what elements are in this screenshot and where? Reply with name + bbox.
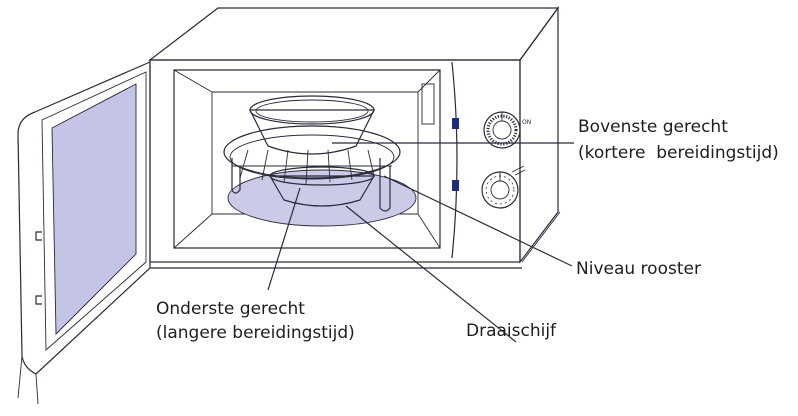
microwave-top [148, 7, 560, 61]
door [17, 61, 151, 405]
svg-text:ON: ON [522, 119, 531, 126]
upper-dish [249, 95, 375, 155]
label-upper-dish: Bovenste gerecht [578, 117, 728, 137]
control-panel-edge [451, 61, 458, 259]
oven-cavity [173, 69, 441, 249]
indicator-bottom [452, 180, 459, 191]
leader-rack-level [383, 175, 573, 267]
microwave-right-side [519, 6, 559, 264]
label-lower-dish-time: (langere bereidingstijd) [156, 323, 355, 343]
rack [223, 125, 401, 212]
door-window [51, 83, 137, 336]
microwave-front [149, 59, 521, 263]
leader-lines [267, 142, 574, 343]
timer-dial: ON [483, 111, 531, 149]
label-rack-level: Niveau rooster [576, 259, 701, 279]
leader-lower-dish [267, 187, 301, 291]
door-latch-top [35, 231, 42, 241]
label-turntable: Draaischijf [466, 321, 557, 341]
leader-turntable [345, 205, 517, 343]
microwave-body: ON [148, 6, 561, 269]
label-upper-dish-time: (kortere bereidingstijd) [578, 143, 779, 163]
control-panel: ON [452, 111, 531, 209]
door-latch-bottom [35, 295, 42, 305]
indicator-top [452, 118, 459, 129]
label-lower-dish: Onderste gerecht [156, 299, 305, 319]
power-dial [481, 165, 526, 209]
